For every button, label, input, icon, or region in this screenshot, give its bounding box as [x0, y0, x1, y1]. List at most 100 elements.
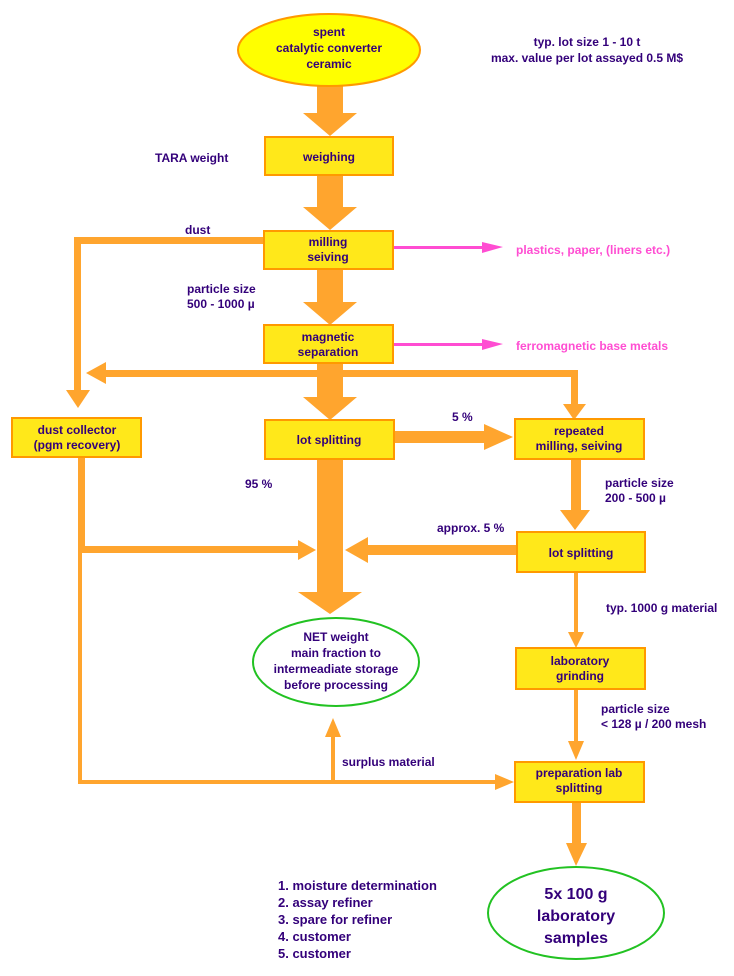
- magnetic-box: [263, 324, 394, 364]
- node-prep-lab: preparation lab splitting: [514, 761, 645, 803]
- arrow-prep-to-samples: [566, 843, 587, 866]
- ferro-arrowhead: [482, 339, 503, 350]
- net-weight-label-1: NET weight: [303, 630, 368, 644]
- milling-label-1: milling: [309, 235, 348, 249]
- arrow-surplus-to-net: [325, 718, 341, 737]
- node-dust-collector: dust collector (pgm recovery): [11, 417, 142, 458]
- ferro-label: ferromagnetic base metals: [516, 339, 668, 353]
- net-weight-label-3: intermeadiate storage: [274, 662, 399, 676]
- repeated-label-2: milling, seiving: [536, 439, 623, 453]
- sample-list: 1. moisture determination 2. assay refin…: [278, 878, 437, 961]
- node-lot-splitting-main: lot splitting: [264, 419, 395, 460]
- split-to-repeated-line: [394, 431, 484, 443]
- node-magnetic: magnetic separation: [263, 324, 394, 364]
- particle-size-1-line-1: particle size: [187, 282, 256, 296]
- particle-size-2-line-2: 200 - 500 µ: [605, 491, 666, 505]
- node-start: spent catalytic converter ceramic: [237, 13, 421, 87]
- repeated-label-1: repeated: [554, 424, 604, 438]
- samples-label-3: samples: [544, 930, 608, 947]
- collector-long-line: [78, 552, 82, 783]
- samples-label-2: laboratory: [537, 908, 615, 925]
- lab-grinding-box: [515, 647, 646, 690]
- arrow-collector-to-main: [298, 540, 316, 560]
- net-weight-ellipse: [252, 617, 420, 707]
- prep-lab-label-2: splitting: [556, 781, 603, 795]
- lot-splitting-2-label: lot splitting: [549, 546, 614, 560]
- lab-grinding-label-2: grinding: [556, 669, 604, 683]
- start-label-1: spent: [313, 25, 345, 39]
- arrow-repeated-to-split2: [560, 510, 590, 530]
- arrow-dust-to-collector: [66, 390, 90, 408]
- lot-info-line-1: typ. lot size 1 - 10 t: [534, 35, 641, 49]
- weighing-box: [264, 136, 394, 176]
- connectors: [66, 86, 590, 866]
- prep-to-samples-line: [572, 802, 581, 845]
- ferro-line: [394, 343, 484, 346]
- arrow-weighing-to-milling: [303, 176, 357, 230]
- sample-list-item: 4. customer: [278, 929, 351, 944]
- prep-lab-box: [514, 761, 645, 803]
- weighing-label: weighing: [302, 150, 355, 164]
- grinding-to-prep-line: [574, 689, 578, 743]
- lot-splitting-main-box: [264, 419, 395, 460]
- arrow-start-to-weighing: [303, 86, 357, 136]
- sample-list-item: 2. assay refiner: [278, 895, 373, 910]
- dust-line-vertical: [74, 237, 81, 392]
- net-weight-label-2: main fraction to: [291, 646, 381, 660]
- magnetic-label-1: magnetic: [302, 330, 355, 344]
- start-label-3: ceramic: [306, 57, 352, 71]
- sample-list-item: 3. spare for refiner: [278, 912, 392, 927]
- dust-line-horizontal: [74, 237, 264, 244]
- arrow-magnetic-to-repeated: [563, 404, 586, 420]
- milling-label-2: seiving: [307, 250, 348, 264]
- collector-to-main-line: [78, 546, 298, 553]
- annotations: typ. lot size 1 - 10 t max. value per lo…: [155, 35, 717, 769]
- bottom-line: [78, 780, 498, 784]
- dust-collector-box: [11, 417, 142, 458]
- net-weight-label-4: before processing: [284, 678, 388, 692]
- repeated-to-split2-line: [571, 459, 581, 511]
- node-milling: milling seiving: [263, 230, 394, 270]
- magnetic-to-collector-line: [104, 370, 318, 377]
- magnetic-to-repeated-line-v: [571, 370, 578, 408]
- arrow-magnetic-to-collector: [86, 362, 106, 384]
- arrow-split-to-repeated: [484, 424, 513, 450]
- arrow-magnetic-to-lot-splitting: [303, 363, 357, 420]
- arrow-split2-to-main: [345, 537, 368, 563]
- arrow-split-to-net: [298, 459, 362, 614]
- node-weighing: weighing: [264, 136, 394, 176]
- samples-ellipse: [487, 866, 665, 960]
- typ-1000-label: typ. 1000 g material: [606, 601, 717, 615]
- node-net-weight: NET weight main fraction to intermeadiat…: [252, 617, 420, 707]
- arrow-grinding-to-prep: [568, 741, 584, 760]
- tara-weight-label: TARA weight: [155, 151, 228, 165]
- lot-splitting-2-box: [516, 531, 646, 573]
- samples-label-1: 5x 100 g: [544, 886, 607, 903]
- particle-size-1-line-2: 500 - 1000 µ: [187, 297, 255, 311]
- node-samples: 5x 100 g laboratory samples: [487, 866, 665, 960]
- lab-grinding-label-1: laboratory: [551, 654, 610, 668]
- collector-down-line: [78, 457, 85, 552]
- milling-box: [263, 230, 394, 270]
- split2-to-grinding-line: [574, 572, 578, 634]
- ninety-five-percent-label: 95 %: [245, 477, 273, 491]
- split2-to-main-line: [365, 545, 517, 555]
- particle-size-3-line-2: < 128 µ / 200 mesh: [601, 717, 706, 731]
- approx-five-percent-label: approx. 5 %: [437, 521, 505, 535]
- node-lab-grinding: laboratory grinding: [515, 647, 646, 690]
- node-repeated-milling: repeated milling, seiving: [514, 418, 645, 460]
- lot-splitting-main-label: lot splitting: [297, 433, 362, 447]
- repeated-milling-box: [514, 418, 645, 460]
- lot-info-line-2: max. value per lot assayed 0.5 M$: [491, 51, 683, 65]
- start-label-2: catalytic converter: [276, 41, 382, 55]
- five-percent-label: 5 %: [452, 410, 473, 424]
- plastics-label: plastics, paper, (liners etc.): [516, 243, 670, 257]
- magnetic-label-2: separation: [298, 345, 359, 359]
- arrow-split2-to-grinding: [568, 632, 584, 648]
- magnetic-to-repeated-line-h: [342, 370, 578, 377]
- dust-collector-label-2: (pgm recovery): [34, 438, 121, 452]
- plastics-arrowhead: [482, 242, 503, 253]
- particle-size-3-line-1: particle size: [601, 702, 670, 716]
- particle-size-2-line-1: particle size: [605, 476, 674, 490]
